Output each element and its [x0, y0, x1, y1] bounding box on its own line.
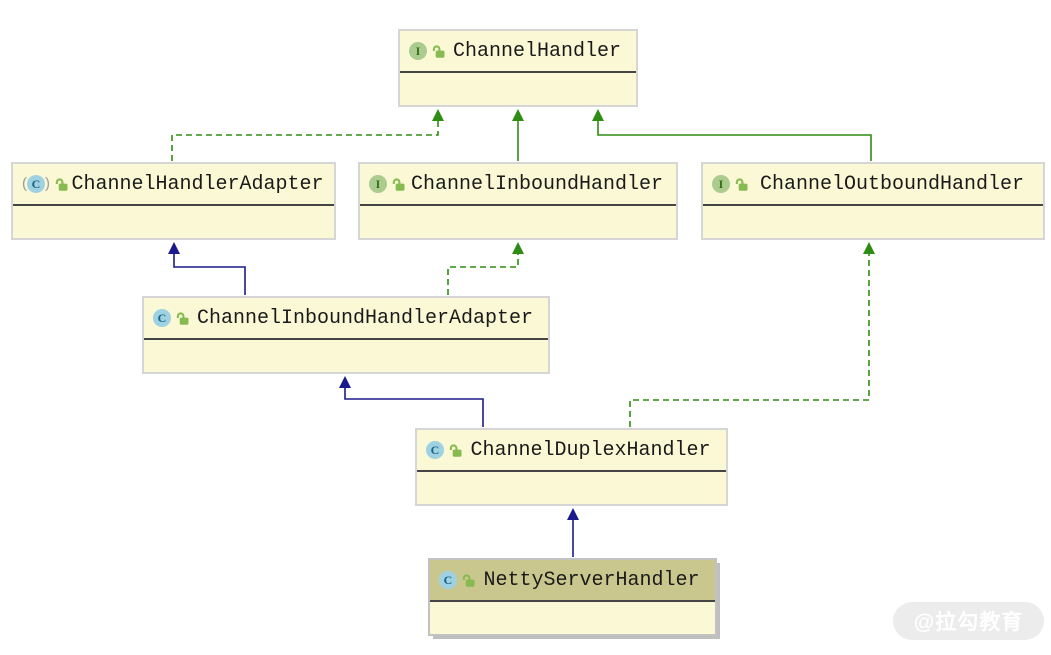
edge-extends-channel_inbound_handler_adapter-to-channel_handler_adapter [173, 251, 246, 295]
class-node-header: I ChannelHandler [400, 31, 636, 71]
interface-icon: I [369, 175, 387, 193]
class-node-nettyserverhandler-selected[interactable]: C NettyServerHandler [428, 558, 717, 636]
interface-icon: I [409, 42, 427, 60]
edge-implements-channel_handler_adapter-to-channel_handler [171, 118, 439, 161]
class-node-body [400, 71, 636, 105]
class-name-label: ChannelInboundHandlerAdapter [196, 306, 534, 330]
unlocked-public-icon [391, 177, 406, 192]
class-node-body [144, 338, 548, 372]
abstract-class-icon: C [27, 175, 45, 193]
edge-arrowhead-implements [863, 242, 875, 254]
unlocked-public-icon [448, 443, 463, 458]
edge-implements-channel_duplex_handler-to-channel_outbound_handler [629, 251, 870, 427]
class-node-header: I ChannelInboundHandler [360, 164, 676, 204]
class-node-body [417, 470, 726, 504]
class-icon: C [439, 571, 457, 589]
class-node-body [430, 600, 715, 634]
edge-arrowhead-implements [512, 242, 524, 254]
edge-arrowhead-extends [512, 109, 524, 121]
class-node-header: C ChannelDuplexHandler [417, 430, 726, 470]
interface-icon: I [712, 175, 730, 193]
edge-extends-channel_outbound_handler-to-channel_handler [597, 118, 872, 161]
class-icon: C [426, 441, 444, 459]
class-name-label: ChannelHandler [452, 39, 622, 63]
watermark-badge: @拉勾教育 [893, 602, 1044, 640]
class-node-body [13, 204, 334, 238]
unlocked-public-icon [461, 573, 476, 588]
class-node-channelduplexhandler[interactable]: C ChannelDuplexHandler [415, 428, 728, 506]
edge-arrowhead-extends [567, 508, 579, 520]
class-name-label: ChannelOutboundHandler [759, 172, 1025, 196]
unlocked-public-icon [431, 44, 446, 59]
edge-arrowhead-extends [592, 109, 604, 121]
class-node-channeloutboundhandler[interactable]: I ChannelOutboundHandler [701, 162, 1045, 240]
class-node-channelinboundhandleradapter[interactable]: C ChannelInboundHandlerAdapter [142, 296, 550, 374]
class-node-header: I ChannelOutboundHandler [703, 164, 1043, 204]
abstract-paren-left: ( [22, 175, 27, 192]
class-node-body [360, 204, 676, 238]
abstract-paren-right: ) [45, 175, 50, 192]
edge-arrowhead-extends [339, 376, 351, 388]
unlocked-public-icon [175, 311, 190, 326]
class-name-label: ChannelInboundHandler [410, 172, 664, 196]
unlocked-public-icon [734, 177, 749, 192]
class-node-channelhandler[interactable]: I ChannelHandler [398, 29, 638, 107]
class-name-label: ChannelHandlerAdapter [71, 172, 324, 196]
edge-extends-channel_duplex_handler-to-channel_inbound_handler_adapter [344, 385, 484, 427]
class-name-label: ChannelDuplexHandler [470, 438, 711, 462]
edge-arrowhead-implements [432, 109, 444, 121]
class-node-header: C NettyServerHandler [430, 560, 715, 600]
edge-arrowhead-extends [168, 242, 180, 254]
edge-implements-channel_inbound_handler_adapter-to-channel_inbound_handler [447, 251, 519, 295]
class-icon: C [153, 309, 171, 327]
class-name-label: NettyServerHandler [483, 568, 700, 592]
class-node-header: ( C ) ChannelHandlerAdapter [13, 164, 334, 204]
watermark-text: @拉勾教育 [913, 611, 1024, 634]
class-node-channelhandleradapter[interactable]: ( C ) ChannelHandlerAdapter [11, 162, 336, 240]
class-node-header: C ChannelInboundHandlerAdapter [144, 298, 548, 338]
unlocked-public-icon [54, 177, 69, 192]
class-node-body [703, 204, 1043, 238]
class-node-channelinboundhandler[interactable]: I ChannelInboundHandler [358, 162, 678, 240]
